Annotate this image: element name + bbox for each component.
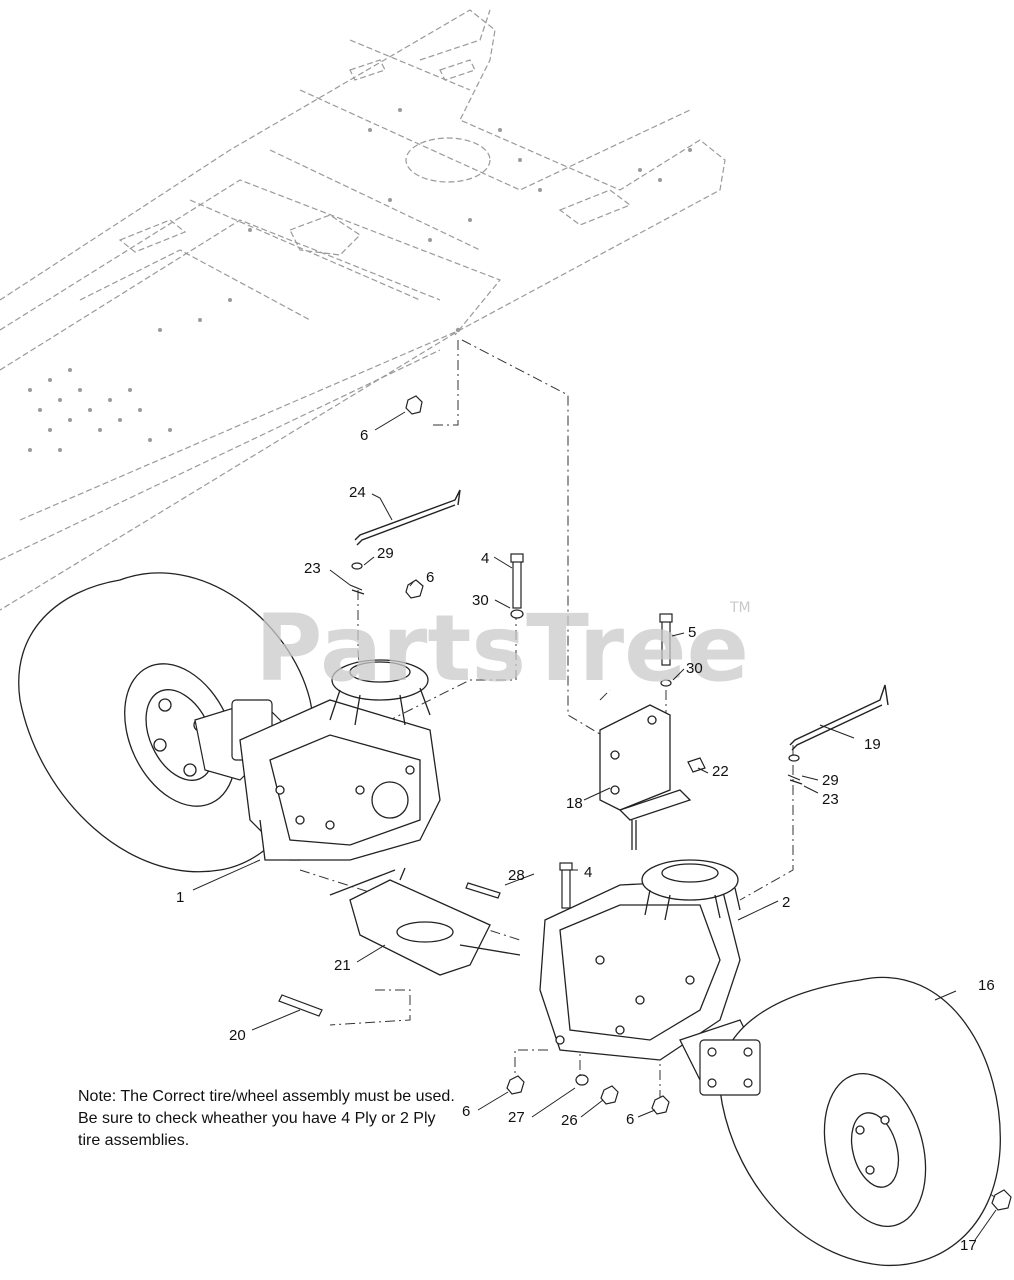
frame-holes <box>28 108 692 452</box>
transaxle-left <box>239 659 441 861</box>
leader-lines <box>192 411 997 1241</box>
frame-outline <box>0 9 726 611</box>
watermark: PartsTree TM <box>255 595 751 702</box>
callout-29-left: 29 <box>377 545 394 562</box>
note-line-1: Note: The Correct tire/wheel assembly mu… <box>78 1088 455 1105</box>
callout-24: 24 <box>349 484 366 501</box>
callout-30-upper: 30 <box>472 592 489 609</box>
bracket-21 <box>329 867 521 976</box>
callout-4-lower: 4 <box>584 864 592 881</box>
note-line-2: Be sure to check wheather you have 4 Ply… <box>78 1110 436 1127</box>
wheel-hub-right <box>699 1039 761 1096</box>
callout-21: 21 <box>334 957 351 974</box>
callout-18: 18 <box>566 795 583 812</box>
callout-6-bottom-left: 6 <box>462 1103 470 1120</box>
callout-labels: 1 2 4 4 5 6 6 6 6 16 17 18 19 20 21 22 2… <box>176 427 995 1254</box>
tire-left <box>18 572 315 873</box>
callout-22: 22 <box>712 763 729 780</box>
watermark-text: PartsTree <box>255 595 749 702</box>
callout-6-mid: 6 <box>426 569 434 586</box>
assembly-note: Note: The Correct tire/wheel assembly mu… <box>78 1086 538 1152</box>
callout-26: 26 <box>561 1112 578 1129</box>
note-line-3: tire assemblies. <box>78 1132 190 1149</box>
callout-16: 16 <box>978 977 995 994</box>
callout-5: 5 <box>688 624 696 641</box>
callout-6-bottom-right: 6 <box>626 1111 634 1128</box>
watermark-trademark: TM <box>729 600 751 616</box>
callout-29-right: 29 <box>822 772 839 789</box>
callout-6-top: 6 <box>360 427 368 444</box>
transaxle-right <box>539 859 761 1081</box>
callout-17: 17 <box>960 1237 977 1254</box>
callout-23-right: 23 <box>822 791 839 808</box>
hardware <box>278 395 1012 1211</box>
callout-19: 19 <box>864 736 881 753</box>
rods <box>354 489 889 751</box>
callout-28: 28 <box>508 867 525 884</box>
callout-27: 27 <box>508 1109 525 1126</box>
callout-4-upper: 4 <box>481 550 489 567</box>
callout-30-lower: 30 <box>686 660 703 677</box>
callout-2: 2 <box>782 894 790 911</box>
callout-23-left: 23 <box>304 560 321 577</box>
tire-right <box>719 976 1001 1267</box>
mount-bracket-18 <box>599 704 692 850</box>
callout-1: 1 <box>176 889 184 906</box>
callout-20: 20 <box>229 1027 246 1044</box>
